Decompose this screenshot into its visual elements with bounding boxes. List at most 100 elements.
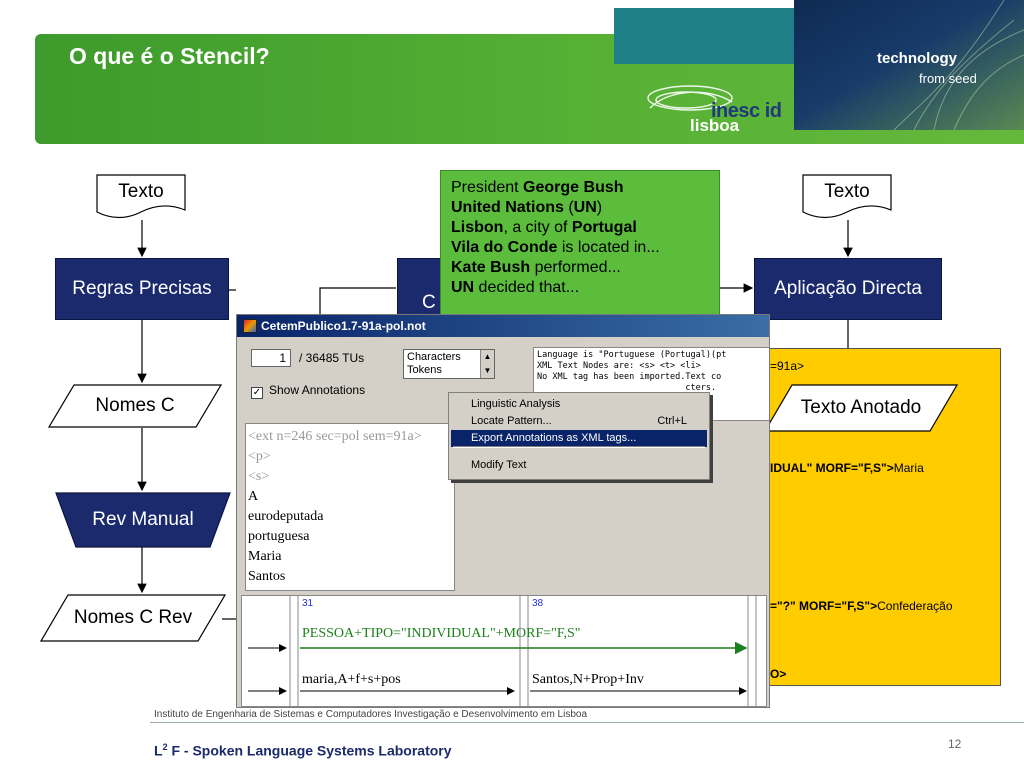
listbox-scrollbar[interactable]: ▲ ▼ [480, 350, 494, 378]
yellow-line-3: ="?" MORF="F,S">Confederação [770, 599, 953, 613]
para-nomes-c-label: Nomes C [95, 395, 175, 416]
graph-annotation-label[interactable]: PESSOA+TIPO="INDIVIDUAL"+MORF="F,S" [302, 626, 581, 641]
graph-node-38: 38 [532, 598, 544, 609]
logo-text-lisboa: lisboa [690, 116, 740, 135]
graph-token-santos[interactable]: Santos,N+Prop+Inv [532, 672, 644, 687]
checkbox-checked-icon[interactable]: ✓ [251, 387, 263, 399]
callout-line: Lisbon, a city of Portugal [451, 218, 719, 238]
yellow-line-3-tag: ="?" MORF="F,S"> [770, 599, 878, 613]
menu-item-modify-text[interactable]: Modify Text [451, 457, 707, 474]
callout-entity: Lisbon [451, 219, 504, 236]
console-line: No XML tag has been imported.Text co [537, 372, 722, 382]
callout-line: Vila do Conde is located in... [451, 238, 719, 258]
yellow-line-2-text: Maria [893, 461, 924, 475]
header-navy-band [794, 0, 1024, 130]
scroll-down-icon[interactable]: ▼ [483, 366, 492, 375]
callout-line: President George Bush [451, 178, 719, 198]
scroll-up-icon[interactable]: ▲ [483, 352, 492, 361]
window-title: CetemPublico1.7-91a-pol.not [261, 319, 426, 333]
callout-text: , a city of [503, 219, 572, 236]
graph-node-31: 31 [302, 598, 314, 609]
annotation-graph[interactable]: 31 38 PESSOA+TIPO="INDIVIDUAL"+MORF="F,S… [241, 595, 767, 707]
context-menu: Linguistic Analysis Locate Pattern... Ct… [448, 392, 710, 480]
doc-texto-left-label: Texto [118, 181, 164, 202]
callout-line: Kate Bush performed... [451, 258, 719, 278]
menu-item-label: Modify Text [471, 459, 527, 471]
tu-total-label: / 36485 TUs [299, 351, 365, 365]
box-regras-precisas-label: Regras Precisas [72, 278, 212, 299]
text-line-token: A [248, 489, 259, 504]
text-line-token: Santos [248, 569, 286, 584]
yellow-line-2-tag: IDUAL" MORF="F,S"> [770, 461, 894, 475]
list-item-characters[interactable]: Characters [407, 351, 461, 363]
callout-entity: United Nations [451, 199, 564, 216]
yellow-line-2: IDUAL" MORF="F,S">Maria [770, 461, 924, 475]
logo-text-inesc: inesc id [711, 100, 782, 122]
para-nomes-c-rev: Nomes C Rev [40, 594, 226, 642]
list-item-tokens[interactable]: Tokens [407, 364, 442, 376]
callout-text: President [451, 179, 524, 196]
callout-text: decided that... [474, 279, 580, 296]
text-line-token: portuguesa [248, 529, 310, 544]
inesc-logo [640, 80, 790, 140]
stencil-window: CetemPublico1.7-91a-pol.not 1 / 36485 TU… [236, 314, 770, 708]
footer-lab-name: L2 F - Spoken Language Systems Laborator… [154, 742, 452, 759]
menu-item-export-annotations[interactable]: Export Annotations as XML tags... [451, 430, 707, 447]
doc-texto-right: Texto [802, 174, 892, 220]
show-annotations-checkbox[interactable]: ✓Show Annotations [251, 383, 365, 399]
callout-text: ( [563, 199, 574, 216]
menu-item-shortcut: Ctrl+L [657, 415, 687, 427]
para-texto-anotado-label: Texto Anotado [800, 397, 922, 418]
yellow-line-1: =91a> [770, 359, 805, 373]
callout-text: ) [596, 199, 603, 216]
text-pane[interactable]: <ext n=246 sec=pol sem=91a> <p> <s> A eu… [245, 423, 455, 591]
text-line-token: Maria [248, 549, 282, 564]
text-line-tag: <s> [248, 469, 270, 484]
trap-rev-manual-label: Rev Manual [92, 509, 194, 530]
callout-entity: Vila do Conde [451, 239, 558, 256]
menu-item-label: Locate Pattern... [471, 415, 552, 427]
console-line: XML Text Nodes are: <s> <t> <li> [537, 361, 701, 371]
text-line-token: eurodeputada [248, 509, 324, 524]
text-line-tag: <p> [248, 449, 271, 464]
callout-entity: UN [573, 199, 597, 216]
box-aplicacao-directa: Aplicação Directa [754, 258, 942, 320]
callout-entity: Kate Bush [451, 259, 531, 276]
footer-institute: Instituto de Engenharia de Sistemas e Co… [154, 709, 588, 720]
tu-number-input[interactable]: 1 [251, 349, 291, 367]
tagline-from-seed: from seed [919, 71, 977, 86]
menu-item-label: Export Annotations as XML tags... [471, 432, 637, 444]
console-line: cters. [537, 383, 717, 393]
console-line: Language is "Portuguese (Portugal)(pt [537, 350, 727, 360]
graph-lines [248, 596, 757, 706]
yellow-line-4: O> [770, 667, 786, 681]
box-middle-partial-label: C [422, 292, 436, 313]
doc-texto-left: Texto [96, 174, 186, 220]
box-regras-precisas: Regras Precisas [55, 258, 229, 320]
menu-item-label: Linguistic Analysis [471, 398, 561, 410]
unit-listbox[interactable]: Characters Tokens ▲ ▼ [403, 349, 495, 379]
footer-lab-sup: 2 [162, 742, 168, 752]
footer-divider [150, 722, 1024, 723]
window-titlebar[interactable]: CetemPublico1.7-91a-pol.not [237, 315, 769, 337]
callout-entity: Portugal [571, 219, 637, 236]
header-teal-band [614, 8, 794, 64]
footer-lab-prefix: L [154, 742, 163, 759]
menu-item-locate-pattern[interactable]: Locate Pattern... Ctrl+L [451, 413, 707, 430]
inesc-logo-swirl-icon [647, 85, 733, 111]
callout-line: UN decided that... [451, 278, 719, 298]
box-aplicacao-directa-label: Aplicação Directa [774, 278, 922, 299]
footer-lab-rest: F - Spoken Language Systems Laboratory [167, 742, 452, 759]
callout-entity: George Bush [523, 179, 624, 196]
para-nomes-c: Nomes C [48, 384, 222, 428]
slide-title: O que é o Stencil? [69, 43, 270, 69]
page-number: 12 [948, 737, 962, 751]
menu-item-linguistic-analysis[interactable]: Linguistic Analysis [451, 396, 707, 413]
callout-text: performed... [530, 259, 621, 276]
menu-separator [453, 446, 705, 448]
text-line-tag: <ext n=246 sec=pol sem=91a> [248, 429, 422, 444]
yellow-line-3-text: Confederação [877, 599, 953, 613]
graph-token-maria[interactable]: maria,A+f+s+pos [302, 672, 401, 687]
trap-rev-manual: Rev Manual [55, 492, 231, 548]
